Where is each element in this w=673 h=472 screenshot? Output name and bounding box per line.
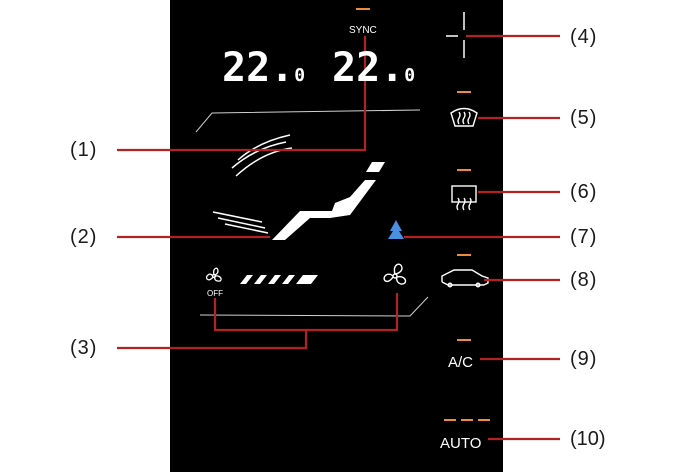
- fan-high-icon: [383, 263, 407, 285]
- recirculation-car-icon[interactable]: [441, 269, 489, 288]
- fan-speed-bars: [240, 275, 318, 284]
- top-outline: [195, 109, 421, 133]
- sync-button[interactable]: SYNC: [349, 25, 377, 36]
- face-airflow-icon: [212, 211, 269, 234]
- leader-lines: [117, 34, 560, 441]
- fan-low-icon: [205, 267, 222, 282]
- leader-1: [117, 36, 367, 152]
- indicator-dashes: [356, 8, 490, 421]
- callout-2: (2): [70, 226, 98, 248]
- callout-7: (7): [570, 226, 598, 248]
- callout-4: (4): [570, 26, 598, 48]
- right-temperature[interactable]: 22.0: [332, 48, 415, 88]
- rear-defrost-icon[interactable]: [451, 185, 477, 211]
- callout-10: (10): [570, 428, 606, 450]
- auto-button[interactable]: AUTO: [440, 435, 482, 452]
- windshield-airflow-icon: [231, 134, 293, 177]
- leader-3b: [306, 293, 399, 332]
- fan-off-label[interactable]: OFF: [207, 289, 223, 298]
- callout-5: (5): [570, 107, 598, 129]
- left-temperature[interactable]: 22.0: [222, 48, 305, 88]
- airflow-seat-icon: [272, 162, 385, 240]
- ac-button[interactable]: A/C: [448, 354, 474, 371]
- windshield-defrost-icon[interactable]: [450, 107, 478, 127]
- callout-1: (1): [70, 139, 98, 161]
- callout-6: (6): [570, 181, 598, 203]
- left-temp-value: 22.: [222, 45, 295, 91]
- right-temp-decimal: 0: [404, 65, 416, 86]
- callout-3: (3): [70, 337, 98, 359]
- callout-9: (9): [570, 348, 598, 370]
- right-temp-value: 22.: [332, 45, 405, 91]
- panel-outline-lines: [195, 109, 429, 317]
- left-temp-decimal: 0: [294, 65, 306, 86]
- bottom-outline: [199, 296, 429, 317]
- leader-3: [117, 298, 308, 350]
- callout-8: (8): [570, 269, 598, 291]
- ionizer-icon: [388, 220, 404, 239]
